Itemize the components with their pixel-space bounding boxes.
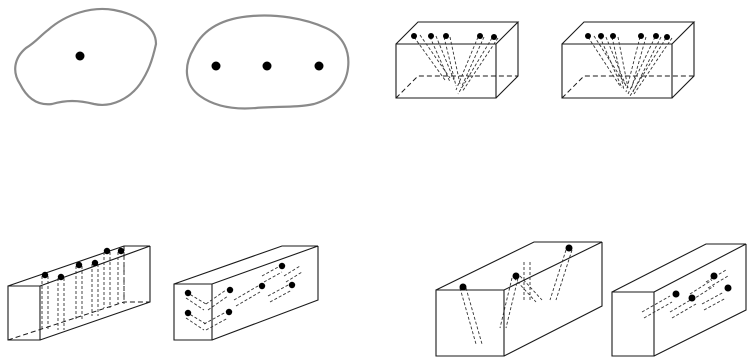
hole-dot <box>184 289 192 297</box>
block-edge <box>435 241 603 357</box>
hole-dot <box>672 290 680 298</box>
hole-dot <box>428 33 434 39</box>
blob-triple-outline <box>185 14 350 110</box>
hole-dot <box>598 33 604 39</box>
blob-triple <box>185 14 350 110</box>
block-edge <box>173 245 319 341</box>
block-diagonal <box>611 243 747 357</box>
hole-dot <box>443 33 449 39</box>
drill-holes <box>185 265 303 331</box>
blob-single-outline <box>14 7 158 106</box>
hole-dot <box>103 247 111 255</box>
block-zigzag <box>435 241 603 357</box>
hole-dot <box>258 282 266 290</box>
hole-dot <box>610 33 616 39</box>
hole-dot <box>288 281 296 289</box>
drill-holes <box>41 252 125 330</box>
block-hidden-edge <box>7 246 150 341</box>
hole-dot <box>41 271 49 279</box>
hole-dot <box>411 33 417 39</box>
hole-dot <box>710 272 718 280</box>
blob-single <box>14 7 158 106</box>
hole-dot <box>459 283 467 291</box>
hole-dot <box>565 244 573 252</box>
block-edge <box>561 21 696 99</box>
hole-dot <box>184 309 192 317</box>
hole-dot <box>477 33 483 39</box>
hole-dot <box>226 286 234 294</box>
block-long-vertical <box>7 245 151 341</box>
hole-dot <box>91 259 99 267</box>
hole-dot <box>638 33 644 39</box>
hole-dot <box>117 247 125 255</box>
hole-dot <box>75 261 83 269</box>
drill-holes <box>587 35 673 97</box>
hole-dot <box>653 33 659 39</box>
block-hidden-edge <box>395 75 518 99</box>
hole-dot <box>491 34 497 40</box>
hole-dot <box>75 51 85 61</box>
hole-dot <box>724 284 732 292</box>
block-edge <box>611 243 747 357</box>
drill-holes <box>459 249 573 345</box>
hole-dot <box>314 61 324 71</box>
block-fan-a <box>395 21 520 99</box>
hole-dot <box>211 61 221 71</box>
block-fan-b <box>561 21 696 99</box>
block-long-angled <box>173 245 319 341</box>
hole-dot <box>688 294 696 302</box>
block-hidden-edge <box>561 75 694 99</box>
hole-dot <box>57 273 65 281</box>
hole-dot <box>225 308 233 316</box>
hole-dot <box>512 272 520 280</box>
drill-holes <box>413 34 499 95</box>
hole-dot <box>262 61 272 71</box>
hole-dot <box>664 34 670 40</box>
hole-dot <box>278 262 286 270</box>
hole-dot <box>585 33 591 39</box>
block-edge <box>7 245 151 341</box>
